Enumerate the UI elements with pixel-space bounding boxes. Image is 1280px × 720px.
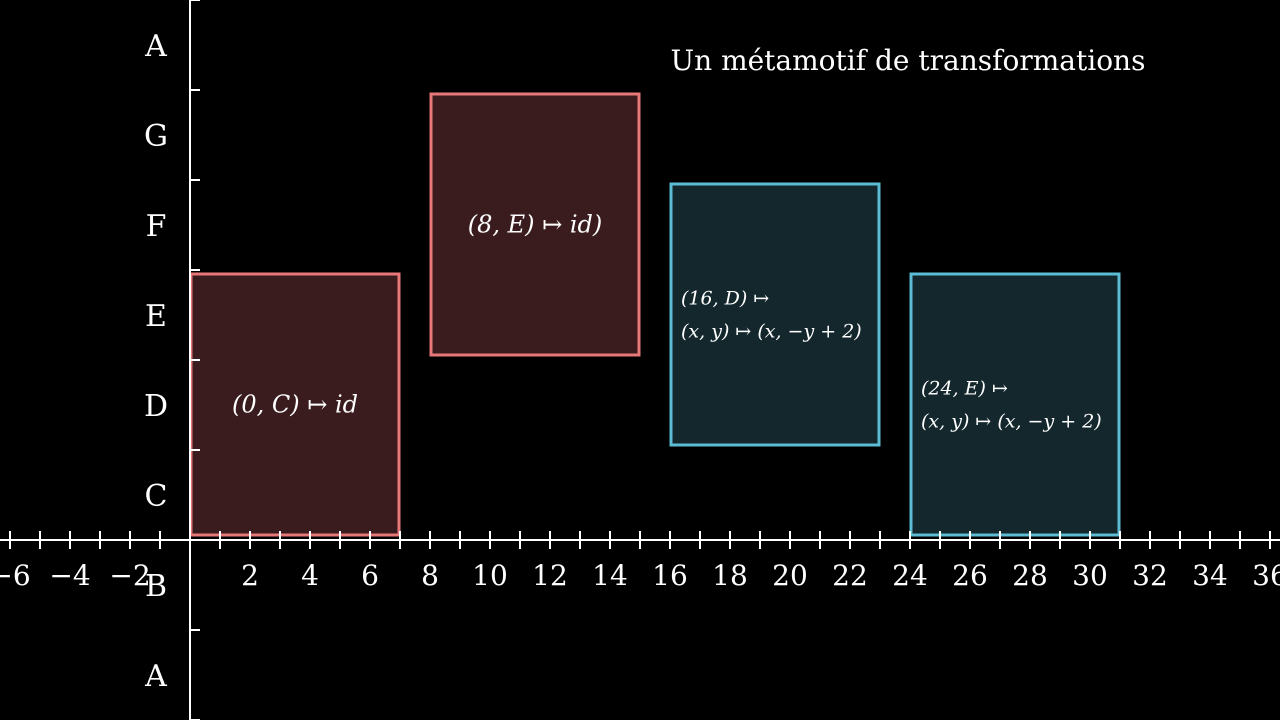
transform-box-label-line: (x, y) ↦ (x, −y + 2) [921,411,1102,433]
transform-box-2: (16, D) ↦ (x, y) ↦ (x, −y + 2) [669,182,881,447]
x-tick-label: 4 [301,559,319,592]
transform-box-3: (24, E) ↦ (x, y) ↦ (x, −y + 2) [909,272,1121,537]
transform-box-1: (8, E) ↦ id) [429,92,641,357]
transform-box-label-line: (24, E) ↦ [921,378,1008,400]
transform-box-rect [189,272,401,537]
x-tick-label: 34 [1192,559,1228,592]
x-tick-label: 8 [421,559,439,592]
x-tick-label: 32 [1132,559,1168,592]
x-tick-label: 16 [652,559,688,592]
boxes-layer: (0, C) ↦ id (8, E) ↦ id) (16, D) ↦ (x, y) ↦… [189,92,1121,537]
transform-box-label: (8, E) ↦ id) [468,211,603,239]
y-tick-label: C [145,479,168,514]
x-tick-label: 30 [1072,559,1108,592]
x-tick-label: 2 [241,559,259,592]
y-tick-label: B [145,569,167,604]
x-tick-label: 24 [892,559,928,592]
transform-box-rect [429,92,641,357]
x-tick-label: 20 [772,559,808,592]
transform-box-label-line: (x, y) ↦ (x, −y + 2) [681,321,862,343]
y-tick-label: F [146,209,167,244]
x-tick-label: 12 [532,559,568,592]
x-tick-label: 26 [952,559,988,592]
x-tick-label: 10 [472,559,508,592]
y-tick-label: E [145,299,167,334]
diagram-title: Un métamotif de transformations [671,44,1146,77]
transform-box-0: (0, C) ↦ id [189,272,401,537]
x-tick-label: 22 [832,559,868,592]
y-tick-label: D [144,389,168,424]
y-tick-label: G [144,119,168,154]
x-tick-label: −6 [0,559,31,592]
transform-box-rect [669,182,881,447]
x-tick-label: 18 [712,559,748,592]
transform-box-rect [909,272,1121,537]
x-tick-label: 6 [361,559,379,592]
y-tick-label: A [144,29,167,64]
x-tick-label: −2 [109,559,150,592]
x-tick-label: 36 [1252,559,1280,592]
x-tick-label: 14 [592,559,628,592]
x-tick-label: 28 [1012,559,1048,592]
y-tick-label: A [144,659,167,694]
x-tick-label: −4 [49,559,90,592]
transform-box-label: (0, C) ↦ id [232,391,358,419]
transform-box-label-line: (16, D) ↦ [681,288,769,310]
